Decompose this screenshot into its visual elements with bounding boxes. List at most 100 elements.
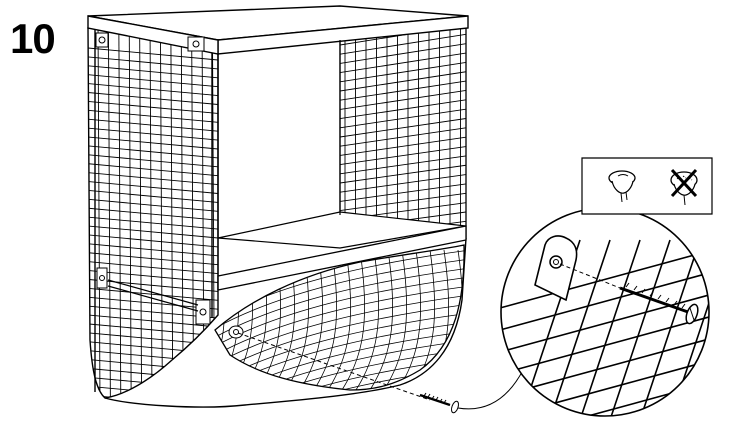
wire: [88, 164, 218, 176]
wire: [210, 259, 470, 331]
screw-options-box: [582, 158, 712, 214]
wire: [88, 244, 218, 256]
wire: [340, 175, 466, 193]
wire: [140, 20, 142, 405]
wire: [88, 146, 218, 158]
wire: [88, 279, 218, 291]
wire: [98, 20, 100, 405]
wire: [610, 240, 670, 420]
wire: [340, 81, 466, 100]
wire: [500, 270, 720, 330]
wire: [88, 333, 218, 345]
left-grid-panel: [88, 20, 218, 407]
wire: [210, 322, 470, 394]
wire: [88, 190, 218, 202]
basket-screw-bracket: [229, 326, 243, 338]
wire: [88, 182, 218, 194]
wire: [88, 271, 218, 283]
wire: [340, 147, 466, 165]
wire: [119, 20, 121, 405]
wire: [340, 72, 466, 91]
wire: [210, 385, 470, 440]
wire: [88, 155, 218, 167]
wire: [340, 100, 466, 119]
wire: [88, 262, 218, 274]
wire: [340, 119, 466, 138]
wire: [88, 101, 218, 113]
wire: [88, 386, 218, 398]
screw-head-crossed-icon: [671, 170, 697, 205]
wire: [88, 75, 218, 87]
wire: [88, 84, 218, 96]
wire: [321, 250, 351, 400]
step-number: 10: [10, 15, 56, 62]
wire: [500, 248, 720, 308]
wire: [88, 351, 218, 363]
wire: [88, 208, 218, 220]
wire: [210, 277, 470, 349]
wire: [340, 109, 466, 128]
detail-magnifier: [500, 208, 739, 440]
bottom-left-bracket: [97, 268, 210, 324]
wire: [580, 240, 640, 420]
screw-icon: [420, 393, 460, 414]
wire: [88, 360, 218, 372]
wire: [210, 268, 470, 340]
wire: [210, 286, 470, 358]
wire: [340, 137, 466, 155]
wire: [500, 336, 720, 396]
wire: [340, 193, 466, 210]
wire: [210, 340, 470, 412]
wire: [210, 367, 470, 439]
wire: [640, 240, 700, 420]
wire: [340, 184, 466, 201]
wire: [88, 368, 218, 380]
wire: [88, 137, 218, 149]
wire: [108, 20, 110, 405]
wire: [88, 377, 218, 389]
wire: [88, 324, 218, 336]
shelf-unit: [88, 6, 530, 440]
screw-head-icon: [609, 171, 635, 202]
wire: [88, 128, 218, 140]
wire: [88, 199, 218, 211]
wire: [88, 119, 218, 131]
wire: [88, 288, 218, 300]
insertion-path-line: [238, 333, 430, 400]
wire: [340, 34, 466, 54]
top-left-bracket: [96, 33, 204, 51]
wire: [88, 217, 218, 229]
wire: [210, 313, 470, 385]
wire: [340, 156, 466, 174]
wire: [340, 128, 466, 146]
wire: [210, 349, 470, 421]
wire: [88, 48, 218, 60]
wire: [500, 314, 720, 374]
wire: [88, 57, 218, 69]
wire: [340, 165, 466, 183]
wire: [340, 90, 466, 109]
wire: [210, 376, 470, 440]
wire: [500, 292, 720, 352]
back-grid-panel: [340, 15, 466, 257]
wire: [335, 250, 365, 400]
wire: [202, 20, 204, 405]
wire: [550, 240, 610, 420]
wire: [88, 66, 218, 78]
wire: [171, 20, 173, 405]
wire: [340, 62, 466, 81]
wire: [88, 110, 218, 122]
wire: [340, 44, 466, 64]
wire: [192, 20, 194, 405]
wire: [340, 53, 466, 73]
wire: [88, 93, 218, 105]
wire: [150, 20, 152, 405]
wire: [210, 295, 470, 367]
wire: [88, 315, 218, 327]
wire: [88, 173, 218, 185]
wire: [363, 250, 393, 400]
wire: [160, 20, 162, 405]
wire: [88, 226, 218, 238]
wire: [88, 235, 218, 247]
